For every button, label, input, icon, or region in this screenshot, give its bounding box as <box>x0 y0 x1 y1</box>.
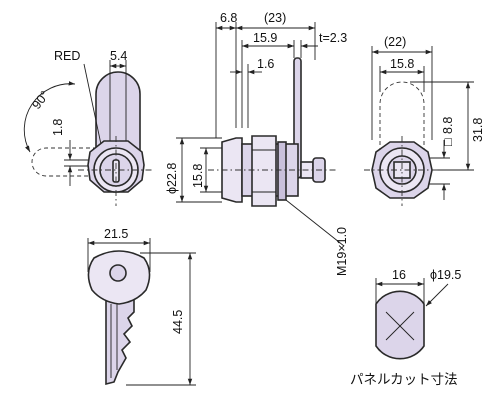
panel-cut-view: 16 ϕ19.5 パネルカット寸法 <box>350 268 461 387</box>
cam-plate <box>95 71 141 153</box>
key-hole <box>109 264 127 282</box>
hex-nut-side <box>251 135 277 207</box>
dim-1-6-label: 1.6 <box>257 57 274 71</box>
cut-center-diag-2 <box>385 311 415 341</box>
dim-15-9-label: 15.9 <box>253 31 277 45</box>
dim-1-8-label: 1.8 <box>51 119 65 136</box>
dim-44-5-label: 44.5 <box>171 310 185 334</box>
dim-31-8-label: 31.8 <box>471 118 485 142</box>
key-view: 21.5 44.5 <box>87 227 196 386</box>
key-blade <box>105 299 135 386</box>
dim-22-label: (22) <box>384 35 406 49</box>
front-view: RED 5.4 90° 1.8 <box>23 49 154 206</box>
dim-16-label: 16 <box>392 268 406 282</box>
dim-6-8-label: 6.8 <box>220 11 237 25</box>
dim-15-8-side-label: 15.8 <box>191 164 205 188</box>
dim-5-4-label: 5.4 <box>110 49 127 63</box>
square-symbol: □ <box>441 138 455 146</box>
dim-t-label: t=2.3 <box>319 31 347 45</box>
rotation-angle-arc <box>23 81 76 153</box>
thread-leader <box>285 199 345 247</box>
angle-90-label: 90° <box>29 88 52 112</box>
panel-cut-caption: パネルカット寸法 <box>350 372 458 387</box>
dim-21-5-label: 21.5 <box>104 227 128 241</box>
washer-side <box>277 141 287 201</box>
red-label: RED <box>54 49 80 63</box>
side-view: 6.8 (23) 15.9 t=2.3 1.6 ϕ22.8 15.8 M19×1… <box>165 11 349 276</box>
dim-23-label: (23) <box>264 11 286 25</box>
dim-8-8-label: 8.8 <box>441 117 455 134</box>
dim-phi-22-8-label: ϕ22.8 <box>165 163 179 194</box>
dim-15-8-back-label: 15.8 <box>390 57 414 71</box>
cam-rotated-position-outline <box>31 147 104 177</box>
thread-label: M19×1.0 <box>335 227 349 276</box>
back-view: (22) 15.8 □ 8.8 31.8 <box>364 35 485 206</box>
dim-phi-19-5-leader <box>425 283 449 307</box>
dim-phi-19-5-label: ϕ19.5 <box>430 268 461 282</box>
panel-cut-shape <box>375 290 425 360</box>
